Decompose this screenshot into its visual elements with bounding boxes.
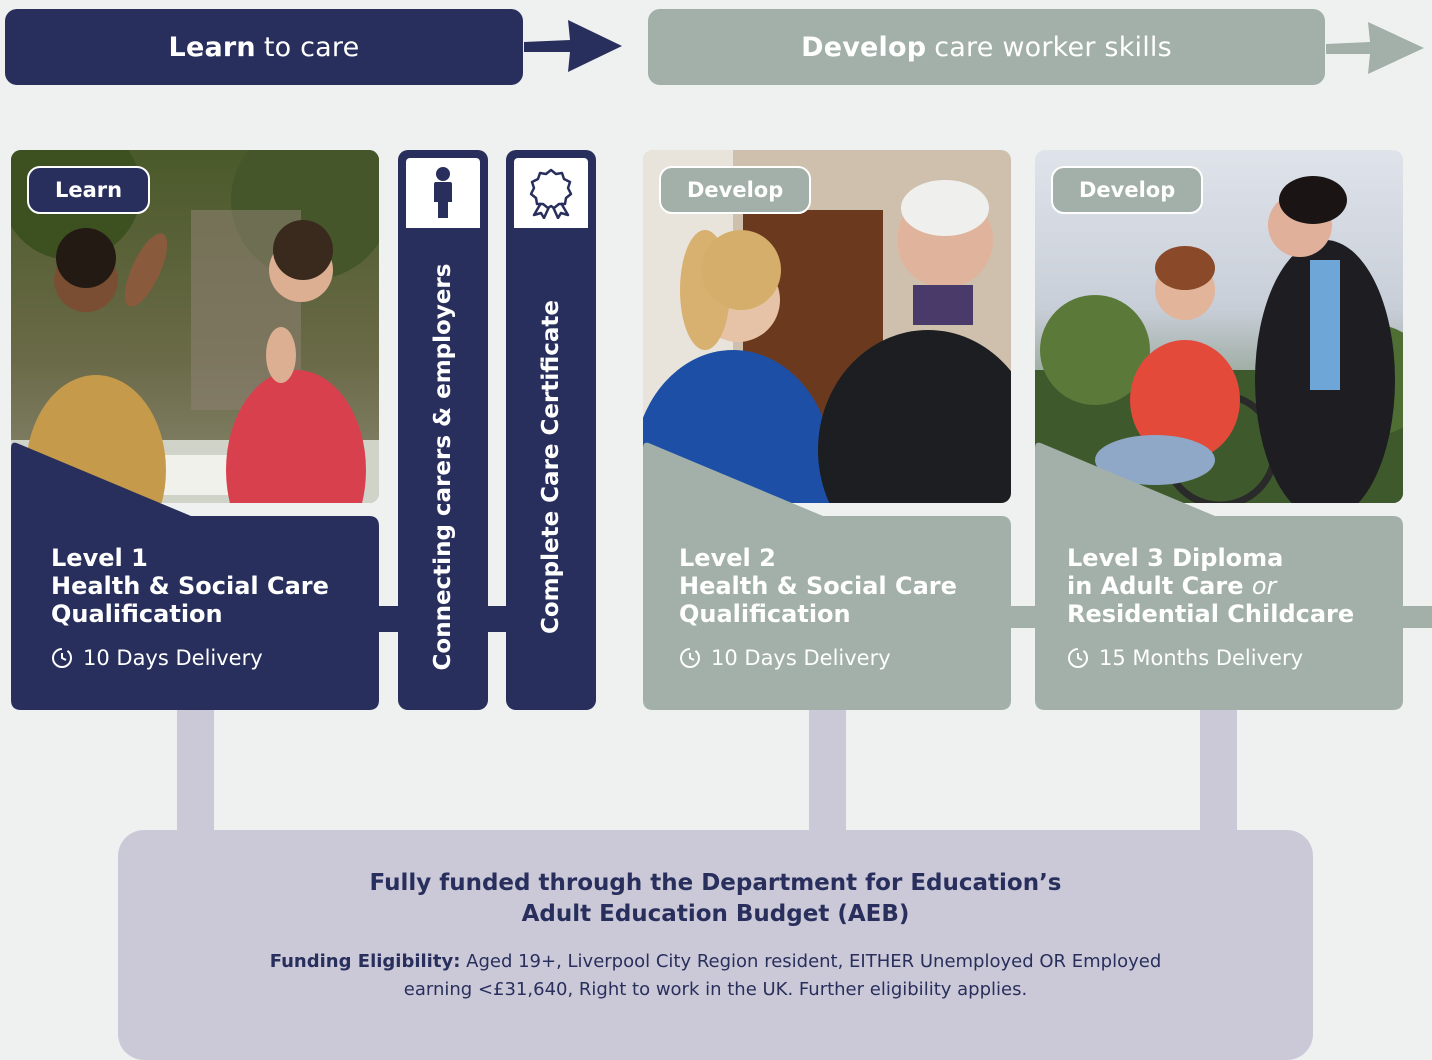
card-type: Residential Childcare xyxy=(1067,600,1355,628)
card-delivery: 10 Days Delivery xyxy=(679,646,891,670)
connecting-label: Connecting carers & employers xyxy=(430,263,456,671)
card-type: Qualification xyxy=(51,600,223,628)
card-title: Level 1 Health & Social Care Qualificati… xyxy=(51,544,371,628)
person-icon-box xyxy=(406,158,480,228)
card-subject-or: or xyxy=(1251,572,1277,600)
award-icon-box xyxy=(514,158,588,228)
card-type: Qualification xyxy=(679,600,851,628)
card-level: Level 2 xyxy=(679,544,776,572)
develop-banner: Develop care worker skills xyxy=(648,9,1325,85)
right-arrow-icon xyxy=(1326,22,1424,74)
delivery-text: 10 Days Delivery xyxy=(83,646,263,670)
funding-heading: Fully funded through the Department for … xyxy=(118,868,1313,930)
learn-banner-rest: to care xyxy=(263,31,360,63)
card-badge: Develop xyxy=(1051,166,1204,214)
develop-banner-bold: Develop xyxy=(801,31,927,63)
photo-carer-elderly-man: Develop xyxy=(643,150,1011,503)
clock-icon xyxy=(1068,648,1088,668)
eligibility-line2: earning <£31,640, Right to work in the U… xyxy=(403,979,1028,1000)
eligibility-label: Funding Eligibility: xyxy=(269,951,461,972)
funding-heading-line2: Adult Education Budget (AEB) xyxy=(521,901,910,927)
card-level: Level 1 xyxy=(51,544,148,572)
card-title: Level 2 Health & Social Care Qualificati… xyxy=(679,544,999,628)
level-3-card: Level 3 Diploma in Adult Care or Residen… xyxy=(1035,440,1403,710)
card-subject: in Adult Care or xyxy=(1067,572,1397,600)
card-subject: Health & Social Care xyxy=(679,572,957,600)
clock-icon xyxy=(680,648,700,668)
step-connector xyxy=(1007,606,1039,628)
connecting-carers-step: Connecting carers & employers xyxy=(398,150,488,710)
delivery-text: 15 Months Delivery xyxy=(1099,646,1304,670)
card-subject: Health & Social Care xyxy=(51,572,329,600)
card-badge: Develop xyxy=(659,166,812,214)
care-certificate-step: Complete Care Certificate xyxy=(506,150,596,710)
card-level: Level 3 Diploma xyxy=(1067,544,1284,572)
eligibility-line1: Aged 19+, Liverpool City Region resident… xyxy=(466,951,1162,972)
card-title: Level 3 Diploma in Adult Care or Residen… xyxy=(1067,544,1397,628)
card-delivery: 15 Months Delivery xyxy=(1067,646,1303,670)
funding-connector xyxy=(809,705,846,835)
level-2-card: Level 2 Health & Social Care Qualificati… xyxy=(643,440,1011,710)
funding-box: Fully funded through the Department for … xyxy=(118,830,1313,1060)
learn-banner-bold: Learn xyxy=(168,31,256,63)
card-badge: Learn xyxy=(27,166,151,214)
card-subject-text: in Adult Care xyxy=(1067,572,1244,600)
award-ribbon-icon xyxy=(529,168,573,219)
develop-banner-rest: care worker skills xyxy=(934,31,1172,63)
funding-heading-line1: Fully funded through the Department for … xyxy=(369,870,1062,896)
funding-eligibility: Funding Eligibility: Aged 19+, Liverpool… xyxy=(118,948,1313,1004)
funding-connector xyxy=(177,705,214,835)
person-icon xyxy=(434,167,452,218)
delivery-text: 10 Days Delivery xyxy=(711,646,891,670)
clock-icon xyxy=(52,648,72,668)
learn-banner: Learn to care xyxy=(5,9,523,85)
step-connector xyxy=(1400,606,1432,628)
right-arrow-icon xyxy=(524,20,622,72)
certificate-label: Complete Care Certificate xyxy=(538,299,564,635)
level-1-card: Level 1 Health & Social Care Qualificati… xyxy=(11,440,379,710)
card-delivery: 10 Days Delivery xyxy=(51,646,263,670)
funding-connector xyxy=(1200,705,1237,835)
